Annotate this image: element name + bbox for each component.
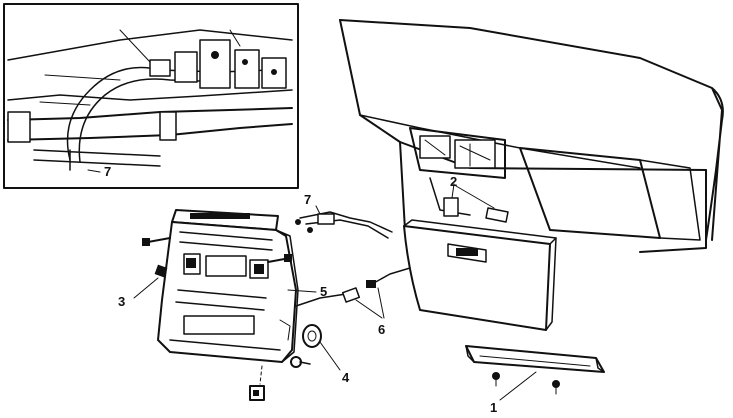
part-6-cables: 6 — [295, 267, 411, 337]
callout-7: 7 — [304, 192, 311, 207]
part-2-latch: 2 — [443, 174, 509, 223]
callout-3: 3 — [118, 294, 125, 309]
callout-7-inset: 7 — [104, 164, 111, 179]
part-4-knob: 4 — [302, 324, 350, 385]
part-1-handle-bracket: 1 — [465, 345, 605, 415]
part-screw-left — [142, 237, 171, 246]
dashboard-panel — [339, 19, 724, 253]
part-3-clip: 3 — [118, 264, 168, 309]
inset-detail-view: 7 — [3, 3, 299, 189]
part-lower-bracket — [249, 365, 265, 401]
part-7-connector: 7 — [295, 192, 393, 239]
callout-5: 5 — [320, 284, 327, 299]
callout-4: 4 — [342, 370, 350, 385]
callout-2: 2 — [450, 174, 457, 189]
glove-box-door — [403, 219, 557, 331]
center-console: 5 — [157, 209, 327, 363]
part-screws-right — [267, 254, 292, 263]
callout-6: 6 — [378, 322, 385, 337]
part-bulb — [290, 356, 311, 368]
callout-1: 1 — [490, 400, 497, 415]
